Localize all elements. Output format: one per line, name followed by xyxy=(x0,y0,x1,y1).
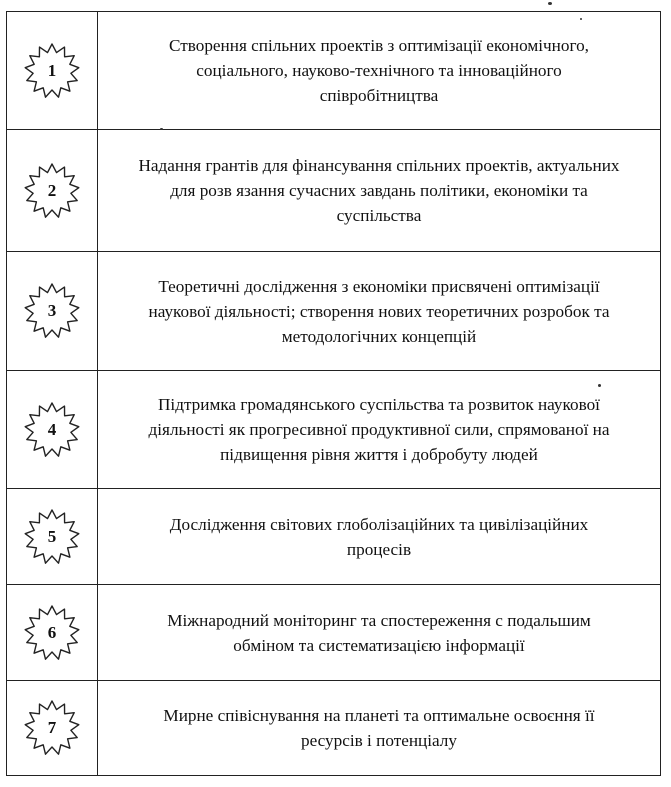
description-line: обміном та систематизацією інформації xyxy=(233,635,525,655)
description-cell: Дослідження світових глоболізаційних та … xyxy=(98,489,660,584)
description-line: Теоретичні дослідження з економіки присв… xyxy=(158,276,600,296)
starburst-icon xyxy=(24,283,80,338)
scan-speck xyxy=(580,18,582,20)
description-cell: Надання грантів для фінансування спільни… xyxy=(98,130,660,251)
description-cell: Створення спільних проектів з оптимізаці… xyxy=(98,12,660,129)
number-cell: 4 xyxy=(7,371,98,488)
number-cell: 6 xyxy=(7,585,98,680)
item-number: 5 xyxy=(47,526,57,546)
description-line: для розв язання сучасних завдань політик… xyxy=(170,181,588,200)
description-line: суспільства xyxy=(336,206,422,225)
item-description: Створення спільних проектів з оптимізаці… xyxy=(169,33,589,108)
number-cell: 5 xyxy=(7,489,98,584)
description-line: Дослідження світових глоболізаційних та … xyxy=(169,514,589,534)
description-line: співробітництва xyxy=(319,86,439,105)
objectives-table: 1 Створення спільних проектів з оптиміза… xyxy=(6,11,661,776)
starburst-icon xyxy=(24,604,80,660)
item-description: Підтримка громадянського суспільства та … xyxy=(149,392,610,467)
item-number: 1 xyxy=(47,60,57,80)
starburst-icon xyxy=(24,42,80,98)
number-cell: 7 xyxy=(7,681,98,775)
description-line: Підтримка громадянського суспільства та … xyxy=(158,395,600,414)
starburst-badge: 7 xyxy=(23,699,81,757)
table-row: 6 Міжнародний моніторинг та спостереженн… xyxy=(7,585,660,681)
scan-speck xyxy=(598,384,601,387)
description-line: Мирне співіснування на планеті та оптима… xyxy=(163,706,595,725)
description-line: наукової діяльності; створення нових тео… xyxy=(148,301,610,321)
item-number: 3 xyxy=(47,301,57,320)
description-cell: Мирне співіснування на планеті та оптима… xyxy=(98,681,660,775)
starburst-icon xyxy=(24,700,80,755)
starburst-outline xyxy=(24,42,80,98)
item-number: 7 xyxy=(47,718,57,737)
scan-speck xyxy=(548,2,552,5)
item-description: Дослідження світових глоболізаційних та … xyxy=(170,512,589,562)
description-line: діяльності як прогресивної продуктивної … xyxy=(148,420,610,439)
table-row: 2 Надання грантів для фінансування спіль… xyxy=(7,130,660,252)
table-row: 7 Мирне співіснування на планеті та опти… xyxy=(7,681,660,775)
scan-speck xyxy=(160,128,163,130)
description-line: Надання грантів для фінансування спільни… xyxy=(138,156,620,175)
item-description: Мирне співіснування на планеті та оптима… xyxy=(163,703,594,753)
starburst-badge: 5 xyxy=(23,508,81,566)
description-cell: Міжнародний моніторинг та спостереження … xyxy=(98,585,660,680)
item-description: Міжнародний моніторинг та спостереження … xyxy=(167,608,591,658)
starburst-badge: 3 xyxy=(23,282,81,340)
description-line: підвищення рівня життя і добробуту людей xyxy=(220,445,538,464)
starburst-outline xyxy=(24,508,80,564)
description-cell: Теоретичні дослідження з економіки присв… xyxy=(98,252,660,370)
table-row: 3 Теоретичні дослідження з економіки при… xyxy=(7,252,660,371)
item-description: Теоретичні дослідження з економіки присв… xyxy=(149,274,610,349)
starburst-badge: 1 xyxy=(23,42,81,100)
item-number: 6 xyxy=(47,622,57,642)
starburst-badge: 6 xyxy=(23,604,81,662)
number-cell: 3 xyxy=(7,252,98,370)
starburst-badge: 2 xyxy=(23,162,81,220)
table-row: 4 Підтримка громадянського суспільства т… xyxy=(7,371,660,489)
item-description: Надання грантів для фінансування спільни… xyxy=(139,153,620,228)
starburst-icon xyxy=(24,401,80,457)
starburst-badge: 4 xyxy=(23,401,81,459)
description-cell: Підтримка громадянського суспільства та … xyxy=(98,371,660,488)
description-line: Створення спільних проектів з оптимізаці… xyxy=(169,36,589,55)
starburst-icon xyxy=(24,162,80,218)
starburst-outline xyxy=(24,700,80,755)
starburst-outline xyxy=(24,401,80,457)
table-row: 1 Створення спільних проектів з оптиміза… xyxy=(7,12,660,130)
number-cell: 1 xyxy=(7,12,98,129)
table-row: 5 Дослідження світових глоболізаційних т… xyxy=(7,489,660,585)
description-line: ресурсів і потенціалу xyxy=(301,731,457,750)
starburst-outline xyxy=(24,283,80,338)
item-number: 2 xyxy=(47,180,57,200)
description-line: соціального, науково-технічного та іннов… xyxy=(196,61,562,80)
description-line: методологічних концепцій xyxy=(281,326,477,346)
description-line: Міжнародний моніторинг та спостереження … xyxy=(167,610,591,630)
item-number: 4 xyxy=(47,419,57,439)
number-cell: 2 xyxy=(7,130,98,251)
description-line: процесів xyxy=(346,539,412,559)
starburst-icon xyxy=(24,508,80,564)
starburst-outline xyxy=(24,162,80,218)
starburst-outline xyxy=(24,604,80,660)
